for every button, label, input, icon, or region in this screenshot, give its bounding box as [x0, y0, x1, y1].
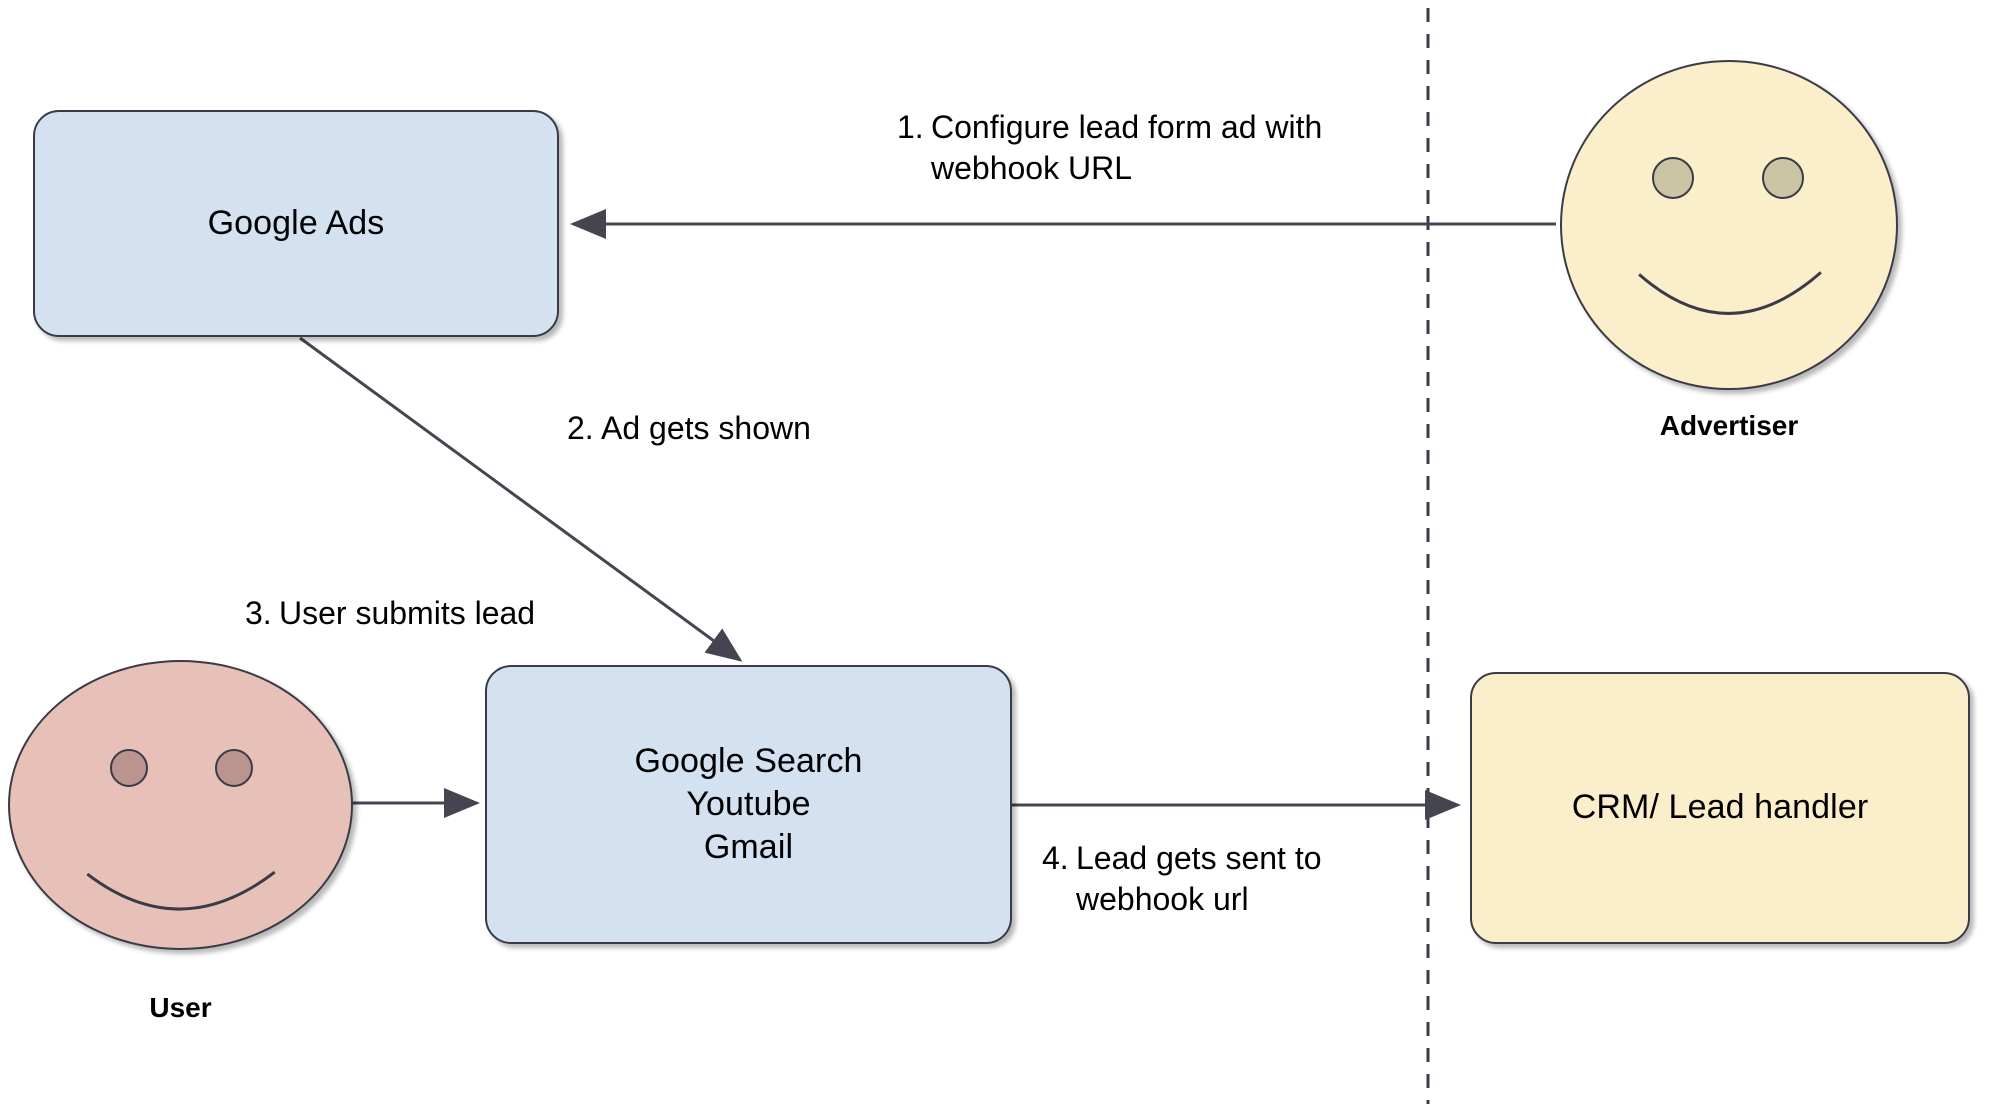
edge-label-4-text: Lead gets sent to webhook url: [1076, 840, 1322, 917]
edge-label-4-index: 4.: [1042, 840, 1069, 876]
edge-label-1-text: Configure lead form ad with webhook URL: [931, 109, 1323, 186]
node-google-ads[interactable]: Google Ads: [33, 110, 559, 337]
node-google-ads-label: Google Ads: [207, 203, 385, 242]
edge-label-2-index: 2.: [567, 410, 594, 446]
edge-label-2-text: Ad gets shown: [601, 410, 811, 446]
advertiser-smile-icon: [1638, 271, 1822, 315]
node-google-properties-label: Google Search Youtube Gmail: [634, 741, 863, 867]
edge-label-4-lead-gets-sent: 4. Lead gets sent to webhook url: [1042, 838, 1442, 920]
node-crm-lead-handler-label: CRM/ Lead handler: [1571, 788, 1869, 827]
node-advertiser-face[interactable]: [1560, 60, 1898, 390]
edge-label-2-ad-gets-shown: 2. Ad gets shown: [567, 408, 967, 449]
advertiser-left-eye-icon: [1652, 157, 1694, 199]
advertiser-right-eye-icon: [1762, 157, 1804, 199]
edge-label-3-user-submits-lead: 3. User submits lead: [245, 593, 675, 634]
node-crm-lead-handler[interactable]: CRM/ Lead handler: [1470, 672, 1970, 944]
edge-label-1-configure-lead-form: 1. Configure lead form ad with webhook U…: [897, 107, 1417, 189]
node-user-face[interactable]: [8, 660, 353, 950]
node-advertiser-caption: Advertiser: [1659, 410, 1799, 441]
node-google-properties[interactable]: Google Search Youtube Gmail: [485, 665, 1012, 944]
node-user-caption: User: [149, 992, 212, 1023]
edge-label-1-index: 1.: [897, 109, 924, 145]
user-left-eye-icon: [110, 749, 148, 787]
user-right-eye-icon: [215, 749, 253, 787]
edge-label-3-text: User submits lead: [279, 595, 536, 631]
user-smile-icon: [86, 870, 276, 911]
edge-label-3-index: 3.: [245, 595, 272, 631]
